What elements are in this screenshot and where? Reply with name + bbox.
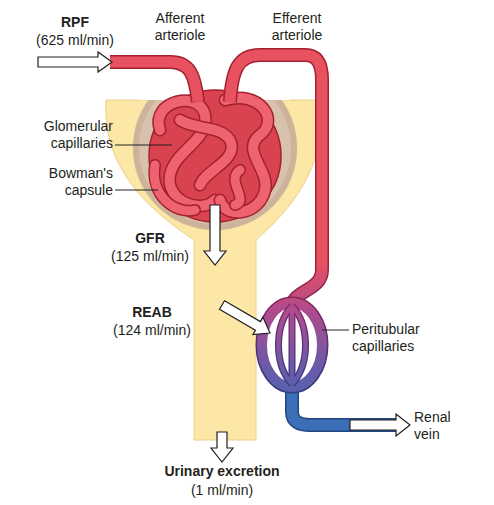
structure-label: Glomerular capillaries xyxy=(21,118,113,152)
flow-arrow xyxy=(220,301,271,335)
capillary-branch xyxy=(292,306,306,384)
flow-label: REAB xyxy=(97,304,207,321)
flow-value: (625 ml/min) xyxy=(20,32,130,49)
flow-arrow xyxy=(38,52,112,72)
peritubular-capillaries xyxy=(262,303,322,387)
peritubular-network xyxy=(279,306,306,384)
leader-line xyxy=(115,145,172,146)
capillary-branch xyxy=(290,306,295,384)
capillary-loop xyxy=(154,165,195,211)
capillary-loop xyxy=(180,120,232,185)
renal-vein xyxy=(292,384,402,425)
peritubular-capillaries xyxy=(262,303,322,387)
efferent-arteriole xyxy=(230,55,322,305)
capillary-loop xyxy=(154,165,195,211)
afferent-arteriole xyxy=(110,62,198,102)
glomerular-capillaries xyxy=(154,98,268,212)
flow-arrows xyxy=(38,52,410,462)
flow-value: (125 ml/min) xyxy=(95,248,205,265)
structure-label: Afferent arteriole xyxy=(143,10,218,44)
structure-label: Bowman's capsule xyxy=(31,165,113,199)
structure-label: Renal vein xyxy=(414,409,460,443)
structure-label: Peritubular capillaries xyxy=(352,321,440,355)
flow-arrow xyxy=(204,205,226,265)
flow-arrow xyxy=(211,432,233,462)
flow-label: RPF xyxy=(20,14,130,31)
flow-arrow xyxy=(350,414,410,436)
capillary-branch xyxy=(279,306,293,384)
leader-line xyxy=(322,330,349,331)
afferent-arteriole xyxy=(110,62,198,102)
leader-line xyxy=(115,190,158,191)
flow-label: GFR xyxy=(95,230,205,247)
capillary-branch xyxy=(292,306,306,384)
renal-vein xyxy=(292,384,402,425)
flow-value: (1 ml/min) xyxy=(167,482,277,499)
capillary-loop xyxy=(180,120,232,185)
capillary-loop xyxy=(235,170,240,205)
glomerulus xyxy=(149,90,281,222)
efferent-arteriole xyxy=(230,55,322,305)
capillary-loop xyxy=(235,170,240,205)
capillary-branch xyxy=(289,306,296,384)
structure-label: Efferent arteriole xyxy=(260,10,335,44)
capillary-branch xyxy=(279,306,293,384)
flow-value: (124 ml/min) xyxy=(97,322,207,339)
flow-label: Urinary excretion xyxy=(137,463,307,480)
